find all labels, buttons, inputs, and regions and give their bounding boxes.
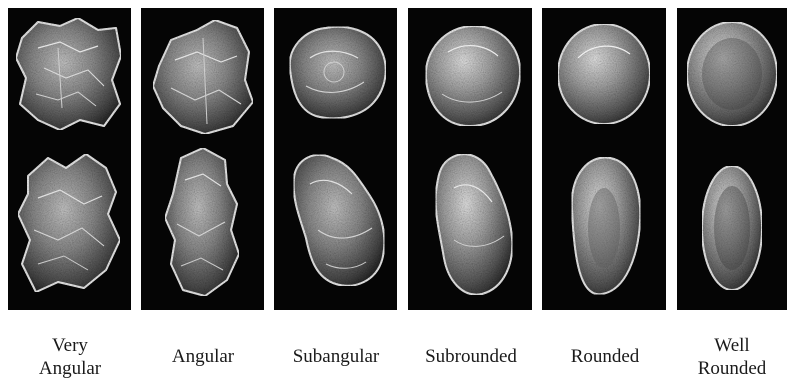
label-line: Angular (5, 357, 135, 380)
label-line: Rounded (540, 345, 670, 368)
label-line: Subrounded (406, 345, 536, 368)
grain-particle-icon (294, 155, 385, 286)
panel-subrounded (408, 8, 532, 310)
grain-particle-icon (436, 154, 513, 294)
label-line: Very (5, 334, 135, 357)
grain-particle-icon (572, 157, 640, 294)
grain-particle-icon (16, 18, 121, 130)
roundness-labels: Very Angular Angular Subangular Subround… (0, 312, 791, 391)
grain-particle-icon (165, 148, 239, 296)
panel-very-angular (8, 8, 131, 310)
label-very-angular: Very Angular (5, 334, 135, 380)
label-line: Subangular (271, 345, 401, 368)
grain-particle-icon (558, 24, 650, 124)
panel-subangular (274, 8, 397, 310)
label-well-rounded: Well Rounded (667, 334, 791, 380)
label-subrounded: Subrounded (406, 345, 536, 368)
grain-particle-icon (290, 27, 386, 119)
label-subangular: Subangular (271, 345, 401, 368)
grain-particle-icon (702, 166, 762, 290)
panel-angular (141, 8, 264, 310)
label-line: Angular (138, 345, 268, 368)
grain-particle-icon (153, 20, 253, 134)
grain-roundness-chart (0, 0, 791, 312)
label-line: Well (667, 334, 791, 357)
grain-particle-icon (687, 22, 777, 126)
label-angular: Angular (138, 345, 268, 368)
grain-particle-icon (18, 154, 120, 292)
panel-rounded (542, 8, 666, 310)
label-rounded: Rounded (540, 345, 670, 368)
panel-well-rounded (677, 8, 787, 310)
grain-particle-icon (426, 26, 520, 126)
label-line: Rounded (667, 357, 791, 380)
